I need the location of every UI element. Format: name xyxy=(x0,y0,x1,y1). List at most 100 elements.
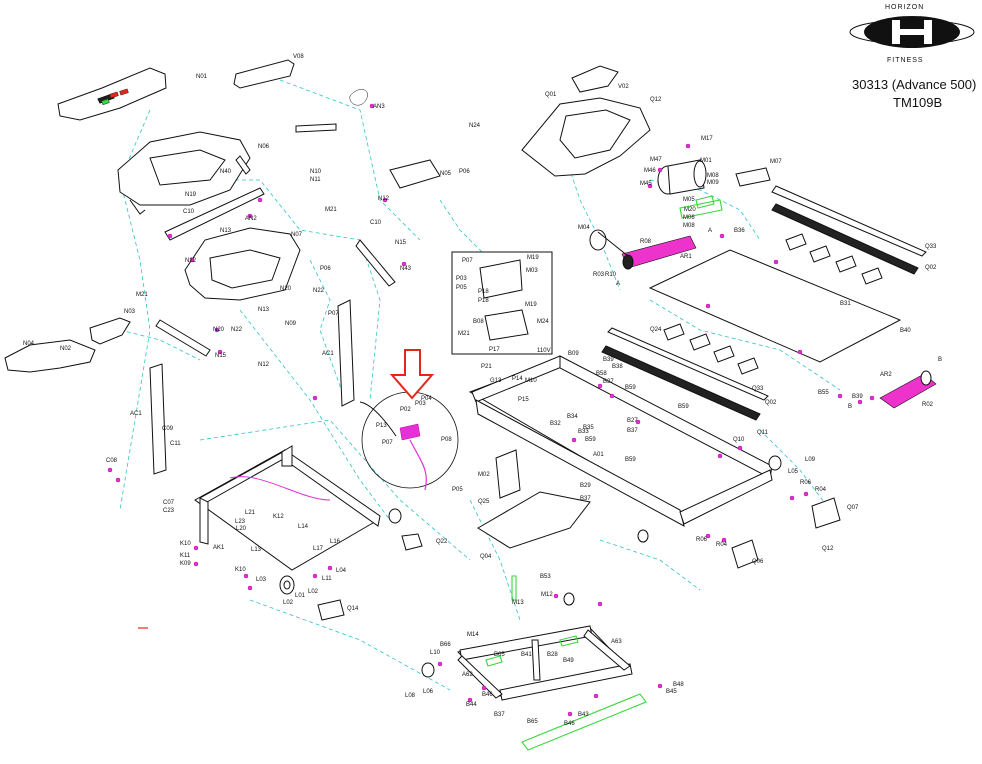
part-label-p03: P03 xyxy=(415,401,426,407)
side-rail-q02-right xyxy=(771,185,927,275)
part-label-p15: P15 xyxy=(518,397,529,403)
part-label-b40: B40 xyxy=(900,328,911,334)
part-label-m08: M08 xyxy=(707,173,719,179)
model-title: 30313 (Advance 500) xyxy=(852,77,976,92)
assembly-guide-lines xyxy=(119,79,841,691)
part-label-b59: B59 xyxy=(585,437,596,443)
part-label-b55: B55 xyxy=(818,390,829,396)
part-label-c23: C23 xyxy=(163,508,175,514)
part-label-a62: A62 xyxy=(462,672,473,678)
part-label-p21: P21 xyxy=(481,364,492,370)
part-label-m46: M46 xyxy=(644,168,656,174)
part-label-ar2: AR2 xyxy=(880,372,892,378)
part-label-b36: B36 xyxy=(734,228,745,234)
rear-roller-ar2 xyxy=(879,370,937,409)
part-label-c07: C07 xyxy=(163,500,175,506)
part-label-a63: A63 xyxy=(611,639,622,645)
part-label-r06: R06 xyxy=(696,537,708,543)
motor-m01 xyxy=(657,159,707,195)
plate-m07 xyxy=(735,167,771,187)
part-label-m45: M45 xyxy=(640,181,652,187)
part-label-b32: B32 xyxy=(550,421,561,427)
part-label-p18: P18 xyxy=(478,298,489,304)
motor-hood-q01 xyxy=(521,97,651,177)
part-label-c11: C11 xyxy=(170,441,181,447)
lift-motor-m02 xyxy=(495,449,521,499)
main-frame-a01 xyxy=(468,355,773,527)
wheel-l06 xyxy=(421,662,435,678)
part-label-l02: L02 xyxy=(283,600,294,606)
part-label-b41: B41 xyxy=(521,652,532,658)
part-label-n22: N22 xyxy=(231,327,243,333)
endcap-q14 xyxy=(317,599,345,621)
part-label-r08: R08 xyxy=(640,239,652,245)
part-label-r04: R04 xyxy=(815,487,827,493)
part-label-b49: B49 xyxy=(563,658,574,664)
horizon-h-logo-icon xyxy=(892,20,932,44)
part-label-n15: N15 xyxy=(215,353,227,359)
horizon-fitness-logo: HORIZON FITNESS xyxy=(849,4,975,64)
part-label-q24: Q24 xyxy=(650,327,662,333)
part-label-b38: B38 xyxy=(612,364,623,370)
part-label-ar1: AR1 xyxy=(680,254,692,260)
part-label-b08: B08 xyxy=(473,319,484,325)
part-label-m13: M13 xyxy=(512,600,524,606)
part-label-m10: M10 xyxy=(525,378,537,384)
part-label-q11: Q11 xyxy=(757,430,769,436)
endcap-q06 xyxy=(731,539,759,569)
part-label-q06: Q06 xyxy=(752,559,764,565)
console-lens-v08 xyxy=(233,59,295,89)
part-label-q10: Q10 xyxy=(733,437,745,443)
part-label-m06: M06 xyxy=(683,215,695,221)
front-roller-ar1 xyxy=(589,229,697,270)
motor-tray-q25 xyxy=(477,491,591,549)
part-label-p07: P07 xyxy=(328,311,339,317)
part-label-p06: P06 xyxy=(459,169,470,175)
part-label-l21: L21 xyxy=(245,510,256,516)
part-label-l16: L16 xyxy=(330,539,341,545)
part-label-v02: V02 xyxy=(618,84,629,90)
part-label-n20: N20 xyxy=(280,286,292,292)
cable-an3 xyxy=(349,89,368,106)
part-label-m07: M07 xyxy=(770,159,782,165)
part-label-m21: M21 xyxy=(325,207,337,213)
part-label-l02: L02 xyxy=(308,589,319,595)
wheel-l01 xyxy=(279,575,295,595)
part-label-p03: P03 xyxy=(456,276,467,282)
model-code: TM109B xyxy=(893,95,942,110)
part-label-m24: M24 xyxy=(537,319,549,325)
part-label-n20: N20 xyxy=(213,327,225,333)
part-label-g13: G13 xyxy=(490,378,502,384)
part-label-b29: B29 xyxy=(580,483,591,489)
motor-bracket-m05 xyxy=(679,199,723,219)
part-label-p05: P05 xyxy=(452,487,463,493)
part-label-q01: Q01 xyxy=(545,92,557,98)
handlebar-n04 xyxy=(4,317,131,373)
part-label-ak1: AK1 xyxy=(213,545,225,551)
part-label-n22: N22 xyxy=(313,288,325,294)
part-label-l17: L17 xyxy=(313,546,324,552)
part-label-p18: P18 xyxy=(478,289,489,295)
part-label-m01: M01 xyxy=(700,158,712,164)
part-label-an2: AN2 xyxy=(245,216,257,222)
part-label-an3: AN3 xyxy=(373,104,385,110)
part-label-b43: B43 xyxy=(578,712,589,718)
part-label-b37: B37 xyxy=(627,428,638,434)
part-label-b48: B48 xyxy=(673,682,684,688)
part-label-q07: Q07 xyxy=(847,505,859,511)
part-label-b45: B45 xyxy=(666,689,677,695)
part-label-p14: P14 xyxy=(512,376,523,382)
part-label-b53: B53 xyxy=(540,574,551,580)
part-label-m05: M05 xyxy=(683,197,695,203)
part-label-a: A xyxy=(616,281,620,287)
part-label-p07: P07 xyxy=(462,258,473,264)
part-label-m14: M14 xyxy=(467,632,479,638)
part-label-b09: B09 xyxy=(568,351,579,357)
part-label-l13: L13 xyxy=(251,547,262,553)
part-label-n13: N13 xyxy=(258,307,270,313)
part-label-q14: Q14 xyxy=(347,606,359,612)
part-label-b59: B59 xyxy=(625,457,636,463)
bracket-n13 xyxy=(155,239,396,357)
part-label-b59: B59 xyxy=(678,404,689,410)
